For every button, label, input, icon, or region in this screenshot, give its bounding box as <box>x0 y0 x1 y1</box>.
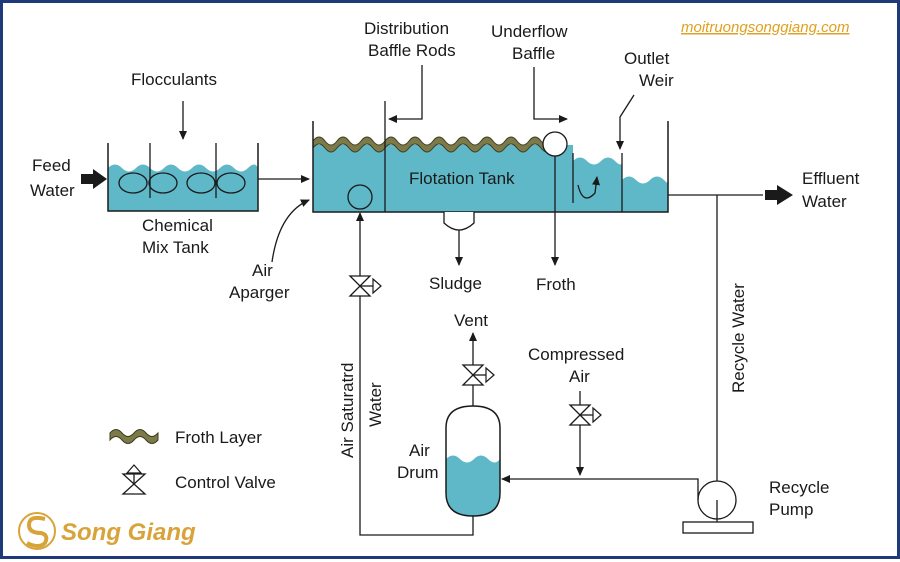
effluent-arrow <box>765 185 793 205</box>
air-sparger-arrow <box>271 199 310 263</box>
circulation-arrow <box>577 176 600 199</box>
mixer-blade <box>148 172 178 194</box>
outlet-water <box>622 176 669 212</box>
air-sparger-head <box>347 184 373 210</box>
underflow-baffle-label-1: Underflow <box>491 22 568 41</box>
flotation-water <box>313 145 573 212</box>
recycle-pump-label-2: Pump <box>769 500 813 519</box>
vent-label: Vent <box>454 311 488 330</box>
froth-label: Froth <box>536 275 576 294</box>
flotation-tank-wall <box>312 121 669 213</box>
underflow-baffle-label-2: Baffle <box>512 44 555 63</box>
legend: Froth Layer Control Valve <box>109 428 276 495</box>
vent-control-valve[interactable] <box>461 364 495 386</box>
logo-text: Song Giang <box>61 519 196 546</box>
froth-layer-legend-label: Froth Layer <box>175 428 262 447</box>
mixer-blade <box>118 172 148 194</box>
feed-water-label-2: Water <box>30 181 75 200</box>
sludge-hopper <box>443 212 475 231</box>
underflow-baffle-arrow <box>533 67 568 123</box>
air-saturated-water-label-2: Water <box>366 382 385 427</box>
watermark-text[interactable]: moitruongsonggiang.com <box>681 19 849 36</box>
chemical-mix-tank-label-2: Mix Tank <box>142 238 209 257</box>
sludge-label: Sludge <box>429 274 482 293</box>
recycle-pump <box>682 480 754 534</box>
air-sparger-label-2: Aparger <box>229 283 290 302</box>
compressed-air-label-2: Air <box>569 367 590 386</box>
chemical-mix-tank <box>107 143 259 212</box>
air-drum-label-2: Drum <box>397 463 439 482</box>
pump-to-drum-line <box>501 475 699 500</box>
effluent-water-label-2: Water <box>802 192 847 211</box>
song-giang-logo: Song Giang <box>18 512 196 550</box>
air-saturated-water-label-1: Air Saturatrd <box>338 363 357 458</box>
mix-tank-water <box>108 164 258 211</box>
feed-arrow <box>81 169 107 189</box>
flocculants-label: Flocculants <box>131 70 217 89</box>
chemical-mix-tank-label-1: Chemical <box>142 216 213 235</box>
mixer-blade <box>186 172 216 194</box>
air-drum-label-1: Air <box>409 441 430 460</box>
recycle-pump-label-1: Recycle <box>769 478 829 497</box>
outlet-weir-label-2: Weir <box>639 71 674 90</box>
flotation-tank <box>312 101 669 231</box>
flotation-process-diagram: moitruongsonggiang.com Feed Water Floccu… <box>18 19 860 550</box>
sparger-control-valve[interactable] <box>348 275 382 297</box>
mixer-blade <box>216 172 246 194</box>
compressed-air-control-valve[interactable] <box>568 404 602 426</box>
logo-swirl <box>26 515 49 548</box>
effluent-water-label-1: Effluent <box>802 169 860 188</box>
distribution-baffle-arrow <box>388 65 423 123</box>
control-valve-legend-icon <box>121 464 147 495</box>
mix-tank-wall <box>107 143 259 212</box>
recycle-water-label: Recycle Water <box>729 283 748 393</box>
air-saturated-water-line <box>356 212 474 536</box>
air-drum-shell <box>445 405 501 517</box>
froth-skimmer <box>542 131 568 157</box>
air-drum <box>445 405 501 517</box>
air-drum-water <box>446 455 500 516</box>
outlet-weir-arrow <box>616 94 635 150</box>
distribution-baffle-rods-label-2: Baffle Rods <box>368 41 456 60</box>
flotation-tank-label: Flotation Tank <box>409 169 515 188</box>
air-sparger-label-1: Air <box>252 261 273 280</box>
compressed-air-label-1: Compressed <box>528 345 624 364</box>
feed-water-label-1: Feed <box>32 156 71 175</box>
froth-layer-legend-swatch <box>109 429 159 444</box>
flotation-water-right <box>573 157 622 212</box>
control-valve-legend-label: Control Valve <box>175 473 276 492</box>
outlet-weir-label-1: Outlet <box>624 49 670 68</box>
distribution-baffle-rods-label-1: Distribution <box>364 19 449 38</box>
